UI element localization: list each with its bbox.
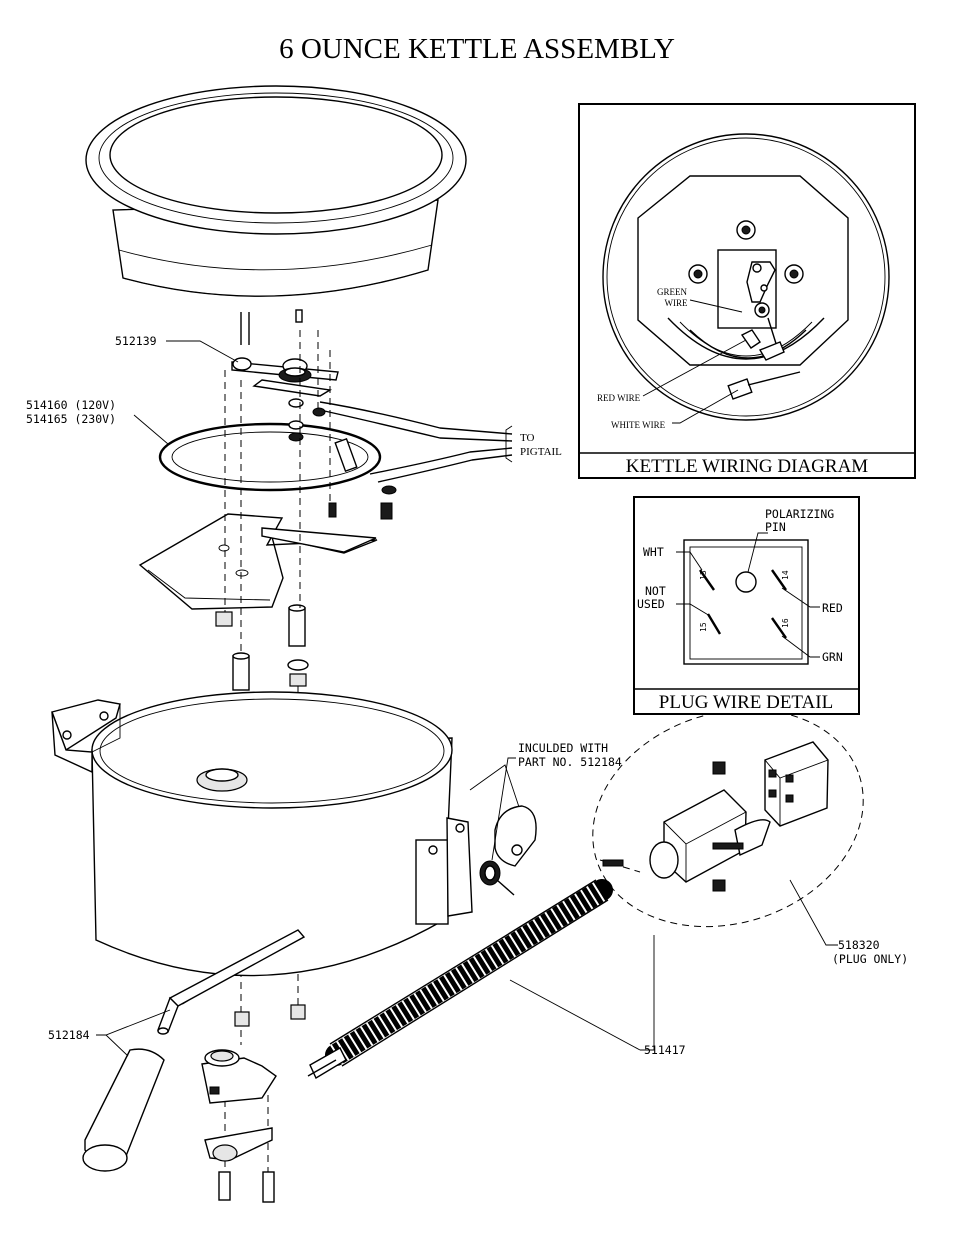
callout-pigtail: PIGTAIL: [520, 446, 562, 458]
plug-assembly: [592, 708, 864, 928]
kettle-body: [51, 691, 473, 977]
reflector-bracket: [138, 513, 378, 610]
callout-512139: 512139: [115, 334, 157, 348]
kettle-wiring-diagram: [578, 103, 916, 479]
callout-included-line1: INCULDED WITH: [518, 741, 608, 755]
white-wire-label: WHITE WIRE: [611, 420, 666, 430]
callout-included-line2: PART NO. 512184: [518, 755, 622, 769]
callout-511417: 511417: [644, 1043, 686, 1057]
plug-wire-caption: PLUG WIRE DETAIL: [659, 692, 833, 713]
not-used-label-1: NOT: [645, 584, 666, 598]
polarizing-label-1: POLARIZING: [765, 507, 834, 521]
terminal-16: 16: [781, 618, 790, 628]
thermostat-part: [231, 357, 339, 397]
terminal-15: 15: [699, 622, 708, 632]
green-wire-label-2: WIRE: [665, 298, 688, 308]
callout-leaders: [96, 340, 838, 1057]
wht-label: WHT: [643, 545, 664, 559]
callout-plug-only: (PLUG ONLY): [832, 952, 908, 966]
kettle-lid: [85, 85, 467, 345]
heating-element: [158, 398, 513, 520]
terminal-13: 13: [699, 570, 708, 580]
flex-conduit: [307, 879, 613, 1080]
red-label: RED: [822, 601, 843, 615]
not-used-label-2: USED: [637, 597, 665, 611]
cam-and-spring: [469, 764, 537, 896]
callout-518320: 518320: [838, 938, 880, 952]
kettle-wiring-caption: KETTLE WIRING DIAGRAM: [626, 456, 868, 477]
callout-514160: 514160 (120V): [26, 398, 116, 412]
plug-wire-detail: [633, 496, 860, 715]
polarizing-label-2: PIN: [765, 520, 786, 534]
page-title: 6 OUNCE KETTLE ASSEMBLY: [279, 33, 675, 65]
green-wire-label-1: GREEN: [657, 287, 687, 297]
callout-to: TO: [520, 432, 535, 444]
callout-512184: 512184: [48, 1028, 90, 1042]
grn-label: GRN: [822, 650, 843, 664]
callout-514165: 514165 (230V): [26, 412, 116, 426]
bushing-bracket: [201, 1004, 306, 1203]
stirrer-rod-and-handle: [82, 929, 306, 1172]
red-wire-label: RED WIRE: [597, 393, 641, 403]
terminal-14: 14: [781, 570, 790, 580]
